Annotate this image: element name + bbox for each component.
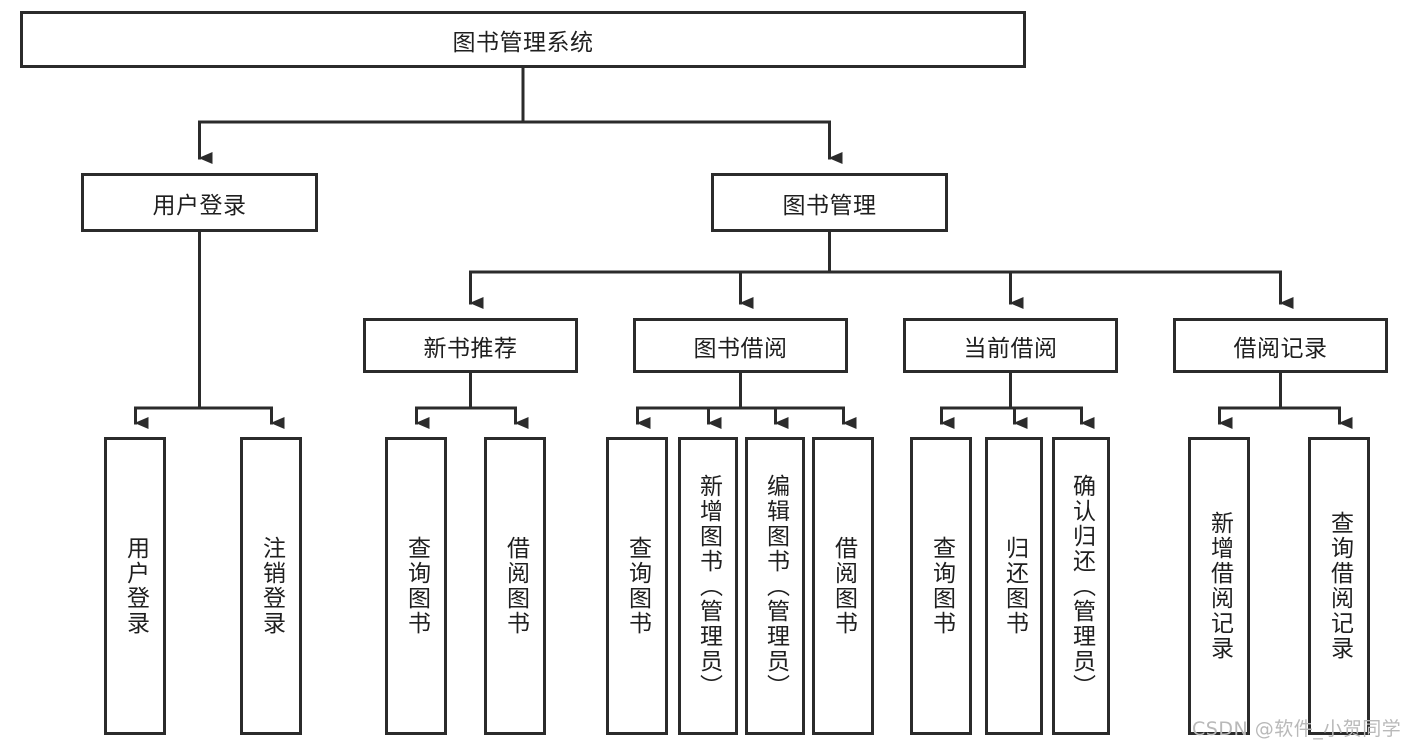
node-box-leaf-5[interactable] bbox=[678, 437, 738, 735]
node-box-leaf-3[interactable] bbox=[484, 437, 546, 735]
node-box-root-0[interactable] bbox=[20, 11, 1026, 68]
node-box-level3-0[interactable] bbox=[363, 318, 578, 373]
node-box-leaf-9[interactable] bbox=[985, 437, 1043, 735]
node-box-leaf-8[interactable] bbox=[910, 437, 972, 735]
node-box-level3-3[interactable] bbox=[1173, 318, 1388, 373]
node-box-leaf-12[interactable] bbox=[1308, 437, 1370, 735]
boxes-layer bbox=[20, 11, 1388, 735]
node-box-leaf-1[interactable] bbox=[240, 437, 302, 735]
node-box-level3-2[interactable] bbox=[903, 318, 1118, 373]
connectors-layer bbox=[134, 66, 1353, 429]
node-box-leaf-4[interactable] bbox=[606, 437, 668, 735]
node-box-leaf-0[interactable] bbox=[104, 437, 166, 735]
node-box-level2-1[interactable] bbox=[711, 173, 948, 232]
node-box-leaf-2[interactable] bbox=[385, 437, 447, 735]
node-box-leaf-11[interactable] bbox=[1188, 437, 1250, 735]
node-box-level3-1[interactable] bbox=[633, 318, 848, 373]
node-box-leaf-10[interactable] bbox=[1052, 437, 1110, 735]
node-box-leaf-7[interactable] bbox=[812, 437, 874, 735]
node-box-leaf-6[interactable] bbox=[745, 437, 805, 735]
node-box-level2-0[interactable] bbox=[81, 173, 318, 232]
